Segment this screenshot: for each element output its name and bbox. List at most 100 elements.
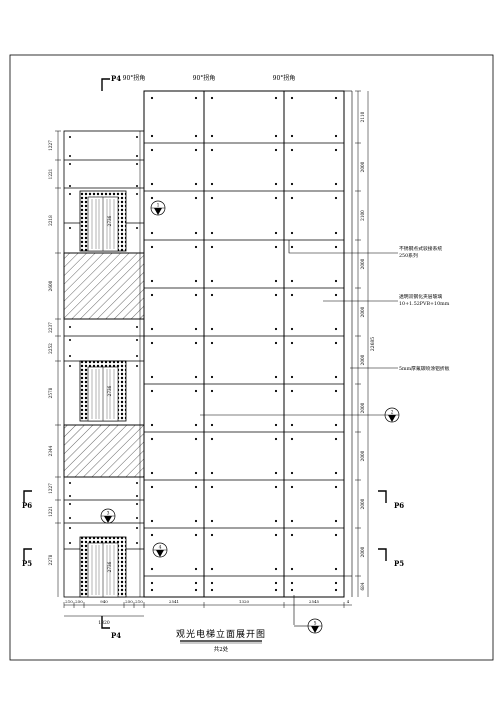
spider-fitting-dot	[150, 245, 154, 249]
spider-fitting-dot	[210, 279, 214, 283]
strip-fitting-dot	[69, 227, 71, 229]
spider-fitting-dot	[334, 581, 338, 585]
strip-fitting-dot	[136, 185, 138, 187]
elevator-door: 2736	[79, 190, 127, 252]
spider-fitting-dot	[150, 148, 154, 152]
strip-fitting-dot	[69, 185, 71, 187]
spider-fitting-dot	[274, 389, 278, 393]
spider-fitting-dot	[290, 245, 294, 249]
spider-fitting-dot	[290, 375, 294, 379]
spider-fitting-dot	[334, 375, 338, 379]
elevator-door: 2736	[79, 536, 127, 598]
bottom-dimension-label: 210	[135, 599, 143, 604]
spider-fitting-dot	[194, 148, 198, 152]
spider-fitting-dot	[290, 196, 294, 200]
spider-fitting-dot	[274, 327, 278, 331]
left-dimension-labels: 1227122122182600223722522578234412271221…	[48, 130, 61, 565]
spider-fitting-dot	[210, 341, 214, 345]
spider-fitting-dot	[334, 423, 338, 427]
left-dimension-label: 2278	[48, 554, 53, 565]
right-dimension-label: 2000	[360, 161, 365, 172]
strip-fitting-dot	[136, 193, 138, 195]
strip-fitting-dot	[69, 326, 71, 328]
spider-fitting-dot	[290, 293, 294, 297]
corner-label-2: 90°拐角	[193, 74, 216, 82]
strip-fitting-dot	[136, 227, 138, 229]
spider-fitting-dot	[334, 437, 338, 441]
spider-fitting-dot	[150, 437, 154, 441]
strip-fitting-dot	[136, 326, 138, 328]
spider-fitting-dot	[210, 293, 214, 297]
spider-fitting-dot	[210, 437, 214, 441]
spider-fitting-dot	[210, 96, 214, 100]
spider-fitting-dot	[194, 471, 198, 475]
right-total-dimension: 22685	[370, 337, 376, 351]
door-height-label: 2736	[107, 215, 112, 226]
spider-fitting-dot	[334, 485, 338, 489]
strip-fitting-dot	[69, 339, 71, 341]
detail-bubble-number: 4	[159, 545, 162, 551]
strip-fitting-dot	[136, 155, 138, 157]
bottom-dimension-label: 250	[75, 599, 83, 604]
spider-fitting-dot	[274, 341, 278, 345]
spider-fitting-dot	[334, 245, 338, 249]
detail-bubble: 3	[100, 508, 116, 524]
right-dimension-label: 2000	[360, 450, 365, 461]
spider-fitting-dot	[150, 196, 154, 200]
right-dimension-label: 2100	[360, 210, 365, 221]
spider-fitting-dot	[290, 533, 294, 537]
glass-panel-rows	[144, 142, 352, 577]
spider-fitting-dot	[210, 423, 214, 427]
right-dimension-labels: 2110200021002000200020002000200020002000…	[355, 90, 365, 591]
bottom-dimension-label: 2545	[309, 599, 320, 604]
spider-fitting-dot	[210, 485, 214, 489]
spider-fitting-dot	[210, 375, 214, 379]
spider-fitting-dot	[334, 471, 338, 475]
strip-fitting-dot	[69, 355, 71, 357]
bottom-dimension-label: 1320	[239, 599, 250, 604]
bottom-small-dimension-label: 4	[347, 599, 350, 604]
spider-fitting-dot	[290, 341, 294, 345]
spider-fitting-dot	[334, 134, 338, 138]
spider-fitting-dot	[150, 293, 154, 297]
spider-fitting-dot	[194, 134, 198, 138]
corner-label-1: 90°拐角	[123, 74, 146, 82]
left-dimension-label: 2600	[48, 280, 53, 291]
left-dimension-label: 1227	[48, 483, 53, 494]
spider-fitting-dot	[290, 279, 294, 283]
right-dimension-label: 2000	[360, 306, 365, 317]
spider-fitting-dot	[290, 567, 294, 571]
detail-bubble-number: 1	[157, 203, 160, 209]
detail-bubble: 4	[152, 542, 168, 558]
strip-fitting-dot	[136, 542, 138, 544]
spider-fitting-dot	[194, 279, 198, 283]
spider-fitting-dot	[334, 567, 338, 571]
spider-fitting-dot	[334, 279, 338, 283]
detail-bubble-pointer	[311, 626, 319, 633]
hatched-wall-lower	[63, 424, 145, 478]
spider-fitting-dot	[274, 182, 278, 186]
spider-fitting-dot	[334, 341, 338, 345]
spider-fitting-dot	[274, 375, 278, 379]
spider-fitting-dot	[334, 231, 338, 235]
spider-fitting-dot	[150, 375, 154, 379]
spider-fitting-dot	[334, 196, 338, 200]
spider-fitting-dot	[290, 471, 294, 475]
left-dimension-label: 1227	[48, 140, 53, 151]
spider-fitting-dot	[150, 96, 154, 100]
spider-fitting-dot	[274, 581, 278, 585]
note-aluminium-panel: 5mm厚氟碳喷涂铝折板	[399, 365, 450, 372]
spider-fitting-points	[150, 96, 338, 592]
detail-bubble-number: 5	[314, 621, 317, 627]
spider-fitting-dot	[194, 375, 198, 379]
spider-fitting-dot	[194, 519, 198, 523]
spider-fitting-dot	[150, 567, 154, 571]
spider-fitting-dot	[150, 471, 154, 475]
right-dimension-label: 2000	[360, 258, 365, 269]
left-dimension-label: 2237	[48, 322, 53, 333]
spider-fitting-dot	[290, 327, 294, 331]
spider-fitting-dot	[210, 389, 214, 393]
note-line: 不锈钢点式驳接系统	[399, 245, 442, 252]
